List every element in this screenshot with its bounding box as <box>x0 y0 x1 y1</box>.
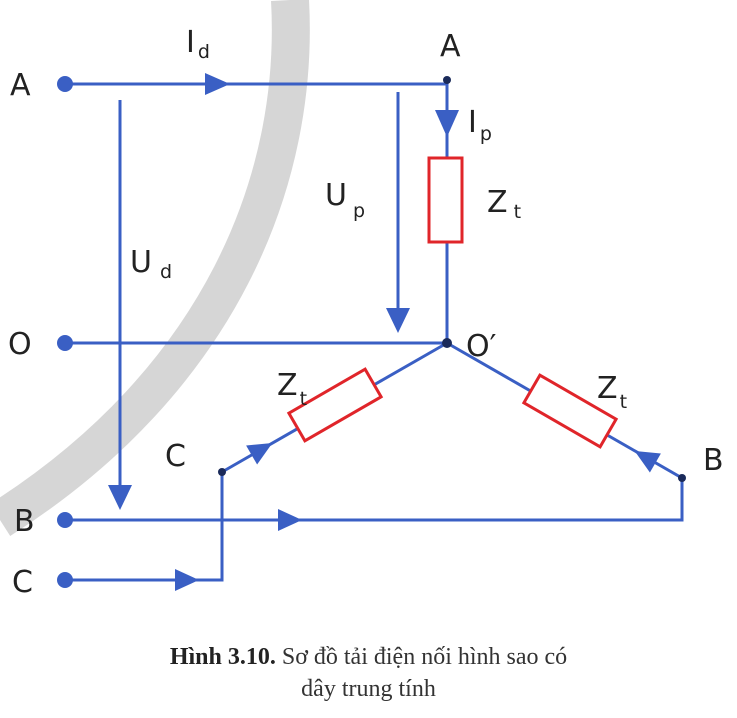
terminal-a <box>57 76 73 92</box>
terminal-o <box>57 335 73 351</box>
arrowhead-up <box>386 308 410 333</box>
label-o-left: O <box>8 327 32 362</box>
arrow-ip <box>435 110 459 137</box>
label-a-left: A <box>10 68 31 103</box>
label-b-left: B <box>14 504 35 539</box>
terminal-c <box>57 572 73 588</box>
arrow-id <box>205 73 230 95</box>
resistor-zt-c <box>286 367 384 443</box>
wire-phase-b <box>65 478 684 522</box>
arrow-phase-b <box>278 509 302 531</box>
node-b <box>678 474 686 482</box>
caption-line-1: Hình 3.10. Sơ đồ tải điện nối hình sao c… <box>0 644 737 671</box>
label-c-left: C <box>12 565 33 600</box>
label-a-node: A <box>440 29 461 64</box>
caption-text-1: Sơ đồ tải điện nối hình sao có <box>281 644 568 670</box>
arrowhead-ud <box>108 485 132 510</box>
label-c-node: C <box>165 439 186 474</box>
label-b-node: B <box>703 443 724 478</box>
resistor-zt-a <box>427 156 464 244</box>
node-a <box>443 76 451 84</box>
node-oprime <box>442 338 452 348</box>
arrow-branch-b <box>634 451 661 473</box>
terminal-b <box>57 512 73 528</box>
caption-line-2: dây trung tính <box>301 676 436 702</box>
wire-phase-c <box>65 472 224 582</box>
resistor-zt-b <box>521 373 619 449</box>
arrow-branch-c <box>246 443 273 465</box>
watermark-arc <box>0 0 310 537</box>
arrow-phase-c <box>175 569 199 591</box>
node-c <box>218 468 226 476</box>
label-oprime-node: O′ <box>466 329 497 364</box>
caption-prefix: Hình 3.10. <box>169 644 276 670</box>
